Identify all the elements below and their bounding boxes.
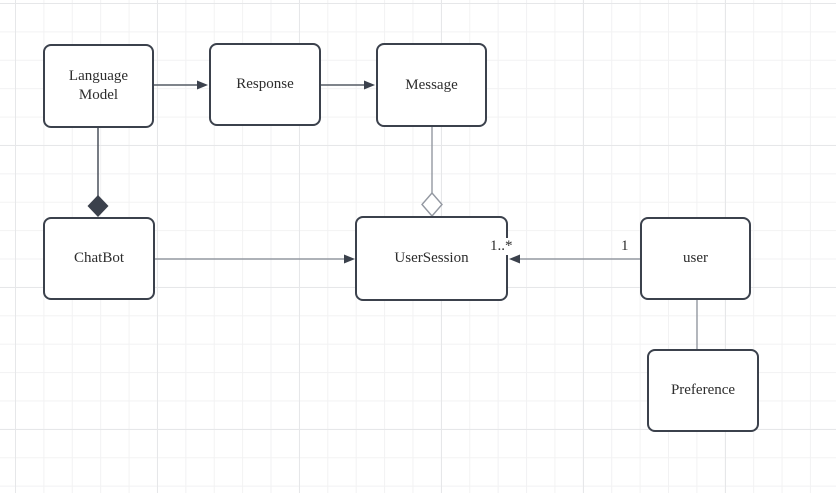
edge-languagemodel-to-response[interactable] <box>154 80 208 90</box>
node-usersession[interactable]: UserSession <box>355 216 508 301</box>
node-usersession-label: UserSession <box>394 250 469 267</box>
node-preference-label: Preference <box>670 382 736 399</box>
node-response-label: Response <box>236 76 294 93</box>
node-user-label: user <box>683 250 708 267</box>
node-chatbot-label: ChatBot <box>73 250 124 267</box>
node-message[interactable]: Message <box>376 43 487 127</box>
node-language-model-label: Language Model <box>68 68 129 103</box>
arrowhead-icon <box>509 254 520 264</box>
node-language-model[interactable]: Language Model <box>43 44 154 128</box>
edge-user-to-usersession[interactable] <box>509 254 640 264</box>
arrowhead-icon <box>344 254 355 264</box>
edge-chatbot-to-usersession[interactable] <box>155 254 355 264</box>
node-preference[interactable]: Preference <box>647 349 759 432</box>
node-response[interactable]: Response <box>209 43 321 126</box>
node-message-label: Message <box>405 76 458 93</box>
hollow-diamond-icon <box>421 191 443 218</box>
multiplicity-label-user-end: 1 <box>620 238 630 255</box>
edge-response-to-message[interactable] <box>321 80 375 90</box>
filled-diamond-icon <box>87 195 109 217</box>
edge-message-usersession-aggregation[interactable] <box>421 127 443 218</box>
multiplicity-label-usersession-end: 1..* <box>489 238 514 255</box>
arrowhead-icon <box>197 80 208 90</box>
edge-languagemodel-chatbot-composition[interactable] <box>87 128 109 217</box>
arrowhead-icon <box>364 80 375 90</box>
node-user[interactable]: user <box>640 217 751 300</box>
node-chatbot[interactable]: ChatBot <box>43 217 155 300</box>
